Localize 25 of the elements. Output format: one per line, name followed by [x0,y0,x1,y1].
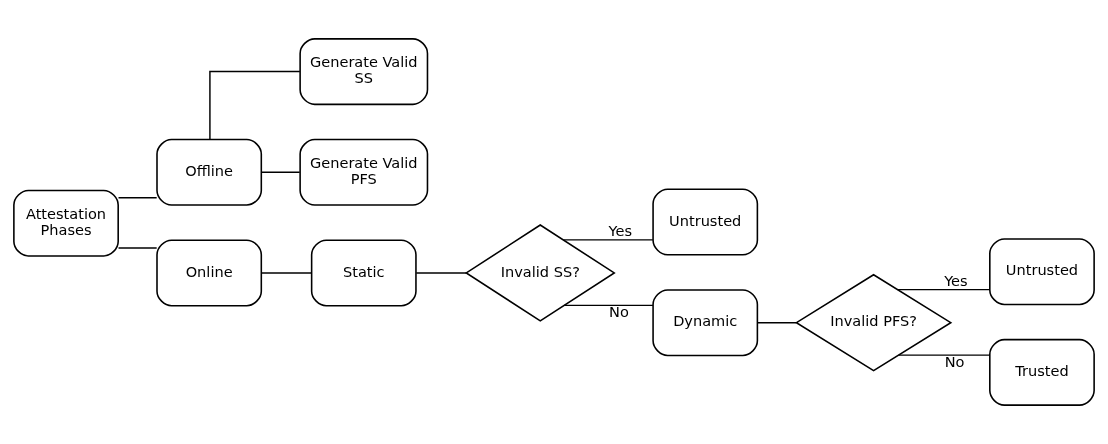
connector [898,354,991,356]
connector [117,197,158,199]
node-box: Trusted [989,338,1095,406]
node-box: Untrusted [989,238,1095,306]
node-box: Static [310,239,417,307]
node-box: Offline [156,138,263,206]
edge-label: Yes [944,271,968,289]
connector [260,171,301,173]
edge-label: No [609,303,629,321]
connector [209,70,301,141]
connector [756,321,797,324]
node-box: Dynamic [652,289,759,357]
connector [415,272,467,274]
node-box: Untrusted [652,188,759,256]
connector [260,272,313,274]
node-box: Generate Valid PFS [299,138,429,206]
connector [897,288,991,291]
connector [563,304,654,307]
node-box: Attestation Phases [13,189,119,257]
edge-label: Yes [608,221,633,239]
connector [562,239,654,241]
node-box: Generate Valid SS [299,38,429,106]
node-box: Online [156,239,263,307]
edge-label: No [944,352,965,370]
connector [117,247,158,249]
